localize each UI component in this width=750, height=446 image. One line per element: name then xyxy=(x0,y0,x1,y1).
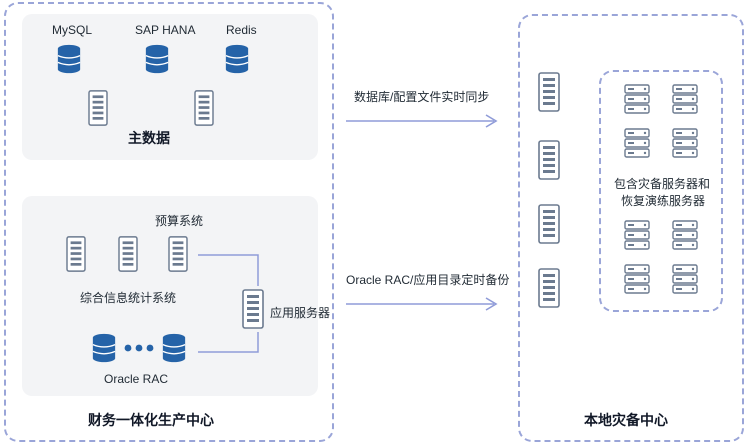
db-label-sap-hana: SAP HANA xyxy=(135,23,196,37)
rack-server-2-icon xyxy=(672,84,698,114)
dr-center-title: 本地灾备中心 xyxy=(584,412,668,428)
production-center-title: 财务一体化生产中心 xyxy=(88,412,214,428)
db-label-mysql: MySQL xyxy=(52,23,93,37)
rack-server-5-icon xyxy=(624,220,650,250)
app-server-label: 应用服务器 xyxy=(270,306,331,320)
dr-server-1-icon xyxy=(538,72,560,112)
budget-system-label: 预算系统 xyxy=(155,214,204,228)
ellipsis-dots xyxy=(124,344,154,352)
db-label-redis: Redis xyxy=(226,23,257,37)
oracle-rac-label: Oracle RAC xyxy=(104,372,169,386)
dr-center-group xyxy=(518,14,744,442)
scheduled-backup-label: Oracle RAC/应用目录定时备份 xyxy=(346,273,510,287)
master-data-title: 主数据 xyxy=(128,130,170,146)
rack-server-7-icon xyxy=(624,264,650,294)
dr-server-2-icon xyxy=(538,140,560,180)
production-center-group xyxy=(4,2,334,442)
rack-server-8-icon xyxy=(672,264,698,294)
apps-panel xyxy=(22,196,318,396)
rack-server-6-icon xyxy=(672,220,698,250)
dr-server-4-icon xyxy=(538,268,560,308)
stats-system-label: 综合信息统计系统 xyxy=(80,291,177,305)
rack-server-3-icon xyxy=(624,128,650,158)
dr-group-label-line2: 恢复演练服务器 xyxy=(621,194,706,208)
rack-server-4-icon xyxy=(672,128,698,158)
rack-server-1-icon xyxy=(624,84,650,114)
dr-backup-server-group xyxy=(599,70,723,312)
master-data-panel xyxy=(22,14,318,160)
realtime-sync-label: 数据库/配置文件实时同步 xyxy=(354,90,490,104)
dr-server-3-icon xyxy=(538,204,560,244)
dr-group-label-line1: 包含灾备服务器和 xyxy=(614,177,711,191)
